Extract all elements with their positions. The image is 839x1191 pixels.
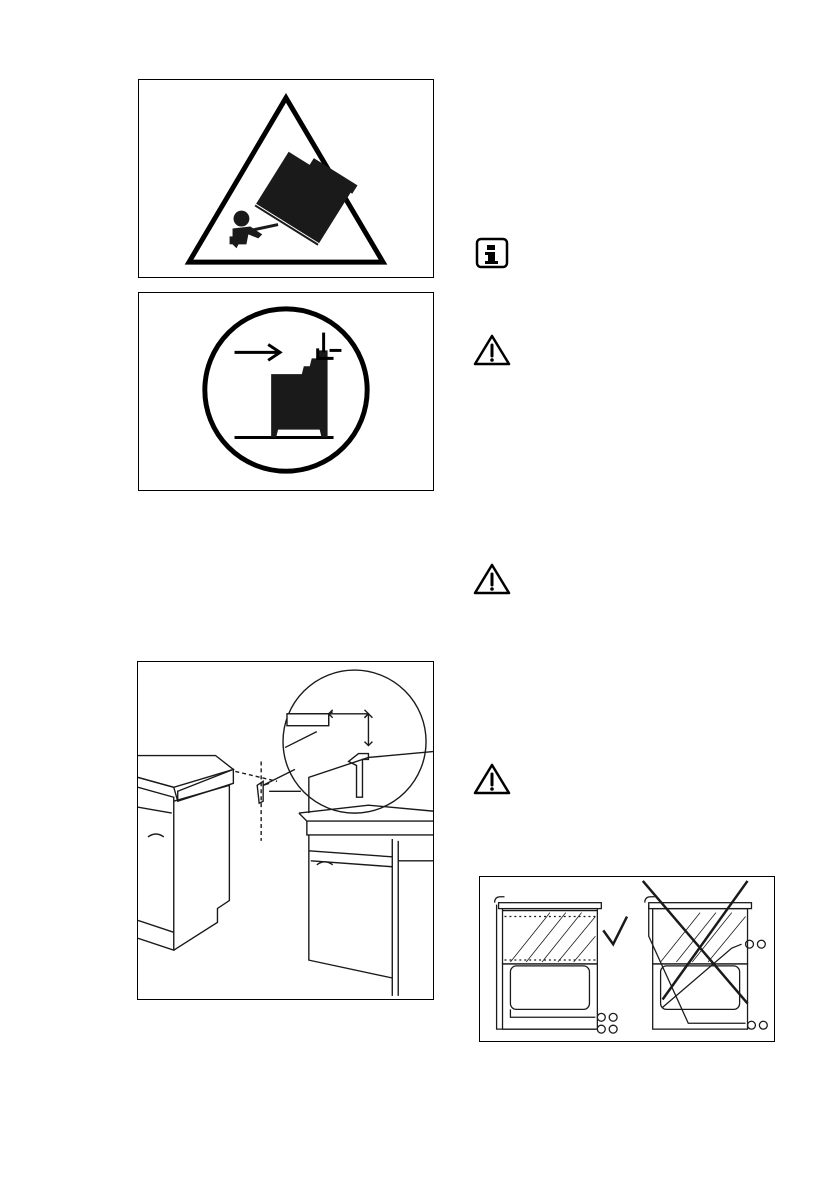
cable-routing-diagram [480, 877, 774, 1041]
warning-icon [472, 333, 512, 367]
bracket-installation-diagram [138, 662, 433, 999]
info-icon [475, 237, 509, 269]
tip-over-warning-figure [138, 79, 434, 278]
anti-tilt-bracket-icon [139, 293, 433, 490]
tip-over-warning-icon [139, 80, 433, 277]
anti-tilt-instruction-figure [138, 292, 434, 491]
bracket-installation-figure [137, 661, 434, 1000]
warning-icon [472, 562, 512, 596]
warning-icon [472, 762, 512, 796]
cable-routing-figure [479, 876, 775, 1042]
